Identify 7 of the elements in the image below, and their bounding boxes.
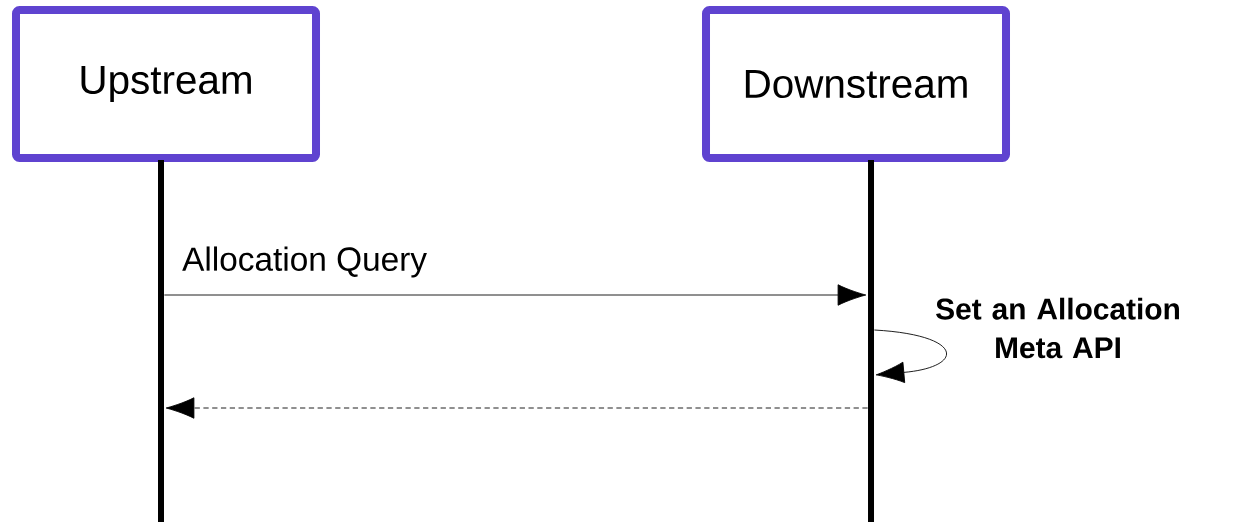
message-arrow [873, 329, 947, 384]
message-label: Allocation Query [182, 246, 427, 278]
message-label: Set an Allocation Meta API [936, 297, 1179, 359]
message-arrow [163, 284, 867, 306]
message-arrow [165, 397, 869, 419]
participant-box: Downstream [702, 6, 1010, 162]
participant-box: Upstream [12, 6, 320, 162]
